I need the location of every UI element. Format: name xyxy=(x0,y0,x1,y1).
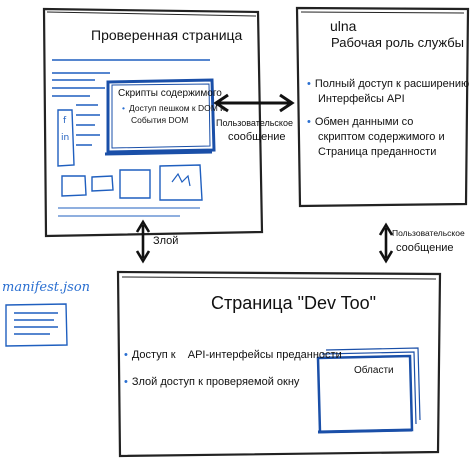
content-scripts-item: События DOM xyxy=(131,115,189,125)
devtools-bullet-text: Доступ к API-интерфейсы преданности xyxy=(131,349,342,361)
service-worker-title-2: Рабочая роль службы xyxy=(331,35,465,50)
bullet-dot: • xyxy=(124,349,128,361)
arrow-label-user-message: Пользовательское xyxy=(392,228,465,238)
service-worker-bullet-line: Обмен данными со xyxy=(314,116,414,128)
bullet-dot: • xyxy=(124,376,128,388)
service-worker-bullet: •Обмен данными со скриптом содержимого и… xyxy=(307,115,445,160)
content-scripts-item: •Доступ пешком к DOM и xyxy=(122,103,225,114)
content-scripts-item-text: Доступ пешком к DOM и xyxy=(128,103,225,113)
panels-box xyxy=(316,347,421,434)
arrow-label-user-message: сообщение xyxy=(228,131,286,143)
devtools-bullet: •Злой доступ к проверяемой окну xyxy=(124,375,299,390)
inspected-page-title: Проверенная страница xyxy=(91,27,243,43)
content-scripts-box xyxy=(104,78,216,156)
service-worker-bullet-line: Страница преданности xyxy=(318,145,437,158)
manifest-label: manifest.json xyxy=(2,280,91,295)
devtools-bullet: •Доступ к API-интерфейсы преданности xyxy=(124,348,342,363)
arrow-service-worker-to-devtools xyxy=(378,222,394,264)
service-worker-title-1: ulna xyxy=(330,18,357,34)
arrow-label-user-message: Пользовательское xyxy=(216,118,293,128)
devtools-bullet-text: Злой доступ к проверяемой окну xyxy=(131,376,300,388)
webpage-sketch-icon: f in xyxy=(52,59,210,217)
arrow-label-user-message: сообщение xyxy=(396,242,454,254)
service-worker-bullet-line: Интерфейсы API xyxy=(318,92,405,105)
service-worker-box xyxy=(295,6,470,208)
arrow-page-to-devtools xyxy=(135,219,151,264)
bullet-dot: • xyxy=(122,103,125,113)
service-worker-bullet-line: скриптом содержимого и xyxy=(318,130,445,143)
svg-text:f: f xyxy=(63,116,67,126)
devtools-page-title: Страница "Dev Too" xyxy=(211,293,377,313)
service-worker-bullet-line: Полный доступ к расширению xyxy=(314,78,470,90)
arrow-content-to-service-worker xyxy=(213,93,295,113)
content-scripts-title: Скрипты содержимого xyxy=(118,88,222,99)
bullet-dot: • xyxy=(307,78,311,90)
arrow-label-evil: Злой xyxy=(153,235,179,247)
panels-label: Области xyxy=(354,365,394,376)
bullet-dot: • xyxy=(307,116,311,128)
service-worker-bullet: •Полный доступ к расширению Интерфейсы A… xyxy=(307,77,469,107)
manifest-file-icon xyxy=(5,303,68,347)
svg-text:in: in xyxy=(61,133,69,143)
